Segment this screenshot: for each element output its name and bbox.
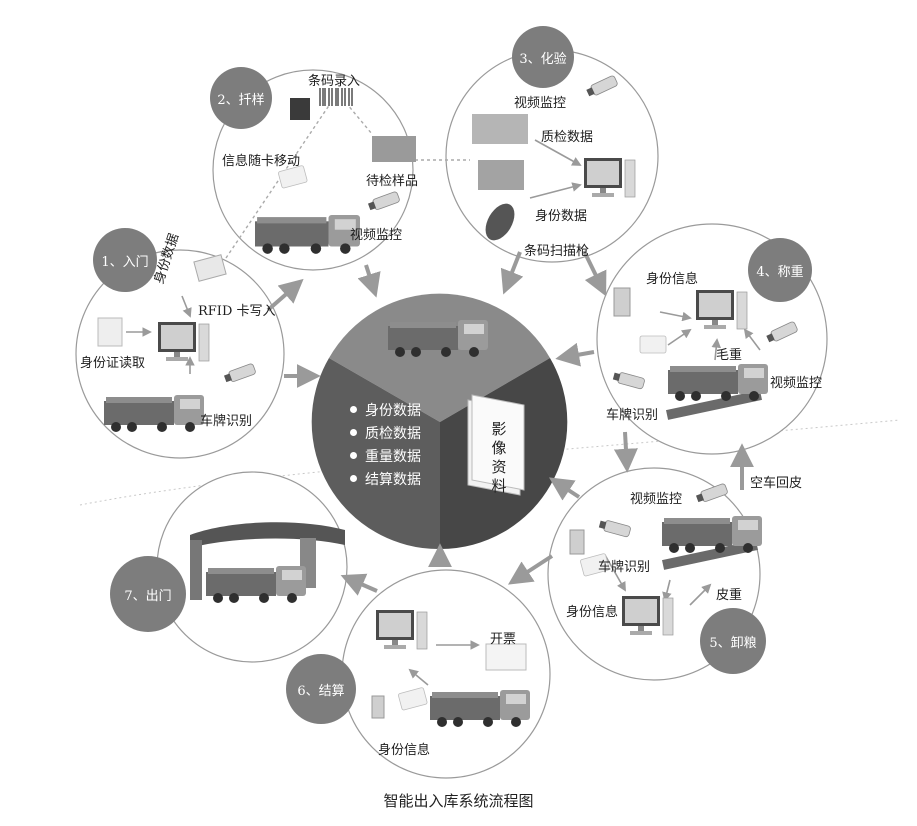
sample-bag-icon [372,136,416,162]
bullet-icon [350,452,357,459]
label-quality-data-3: 质检数据 [541,130,594,145]
label-info-card-move: 信息随卡移动 [222,154,301,169]
archive-icon [467,394,525,496]
barcode-scanner-icon [485,203,515,241]
stage-circle-exit [156,471,348,663]
printer-icon [290,98,310,120]
stage-badge-entry: 1、入门 [93,228,157,292]
scale-platform [666,390,762,420]
label-plate-recog-5: 车牌识别 [598,560,651,575]
sampling-illustrations [255,88,416,254]
card-reader-icon [569,529,585,555]
id-card-reader-icon [97,317,123,347]
rfid-card-icon [193,254,227,282]
label-id-card-read: 身份证读取 [80,356,146,371]
barcode-icon [318,88,356,106]
entry-illustrations [97,254,257,432]
label-video-monitor-3: 视频监控 [514,96,567,111]
stage-badge-exit: 7、出门 [110,556,186,632]
label-invoice: 开票 [490,632,517,647]
center-item: 重量数据 [350,444,421,467]
stage-badge-settle: 6、结算 [286,654,356,724]
label-video-monitor-5: 视频监控 [630,492,683,507]
label-video-monitor-2: 视频监控 [350,228,403,243]
label-gross-weight: 毛重 [716,348,743,363]
weigh-illustrations [611,287,799,420]
label-sample-pending: 待检样品 [366,174,419,189]
card-icon [639,335,667,354]
gate-icon [190,522,345,548]
lab-photo-1 [472,114,528,144]
center-item: 身份数据 [350,398,421,421]
label-video-monitor-4: 视频监控 [770,376,823,391]
scale-platform [662,540,758,570]
lab-photo-2 [478,160,524,190]
center-item: 结算数据 [350,467,421,490]
stage-badge-weigh: 4、称重 [748,238,812,302]
label-id-info-6: 身份信息 [378,743,431,758]
settle-illustrations [371,609,530,727]
flow-arrows [266,250,754,596]
label-id-data-3: 身份数据 [535,209,588,224]
center-item: 质检数据 [350,421,421,444]
unload-illustrations [569,482,762,636]
label-id-info-4: 身份信息 [646,272,699,287]
label-plate-recog-4: 车牌识别 [606,408,659,423]
figure-caption: 智能出入库系统流程图 [383,792,534,810]
invoice-icon [485,643,527,671]
bullet-icon [350,406,357,413]
stage-badge-unload: 5、卸粮 [700,608,766,674]
bullet-icon [350,429,357,436]
stage-circle-settle [341,569,551,779]
stage-badge-sampling: 2、扦样 [210,67,272,129]
label-empty-return: 空车回皮 [750,476,803,491]
exit-illustrations [190,522,345,603]
label-id-info-5: 身份信息 [566,605,619,620]
label-barcode-scanner: 条码扫描枪 [524,244,590,259]
stage-badge-test: 3、化验 [512,26,574,88]
label-tare-weight: 皮重 [716,588,743,603]
label-plate-recog-1: 车牌识别 [200,414,253,429]
card-reader-icon [613,287,631,317]
test-illustrations [472,74,636,241]
label-barcode-entry: 条码录入 [308,74,361,89]
inner-arrows [126,139,761,686]
label-rfid-write: RFID 卡写入 [198,304,276,319]
archive-label: 影像资料 [491,420,507,495]
bullet-icon [350,475,357,482]
center-data-list: 身份数据 质检数据 重量数据 结算数据 [350,398,421,490]
card-reader-icon [371,695,385,719]
